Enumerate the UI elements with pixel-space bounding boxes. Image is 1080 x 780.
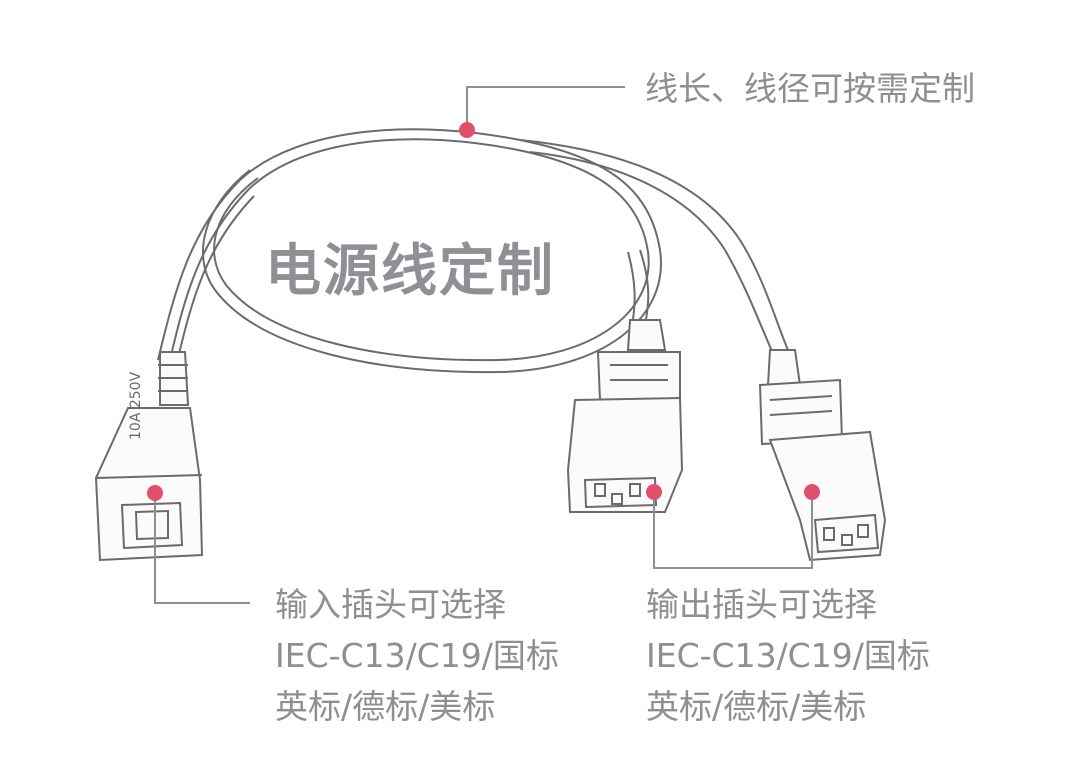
leader-output	[653, 492, 813, 569]
input-line-2: IEC-C13/C19/国标	[275, 636, 559, 675]
output-line-1: 输出插头可选择	[646, 585, 877, 624]
leader-top	[466, 86, 625, 130]
leader-lines	[154, 86, 813, 604]
svg-text:10A 250V: 10A 250V	[128, 371, 144, 440]
marker-top	[459, 122, 475, 138]
marker-output-left	[646, 484, 662, 500]
marker-input	[147, 485, 163, 501]
input-line-1: 输入插头可选择	[275, 585, 506, 624]
output-plug-left	[566, 319, 684, 513]
cable-branch-right	[519, 139, 791, 359]
input-plug-description: 输入插头可选择 IEC-C13/C19/国标 英标/德标/美标	[275, 588, 559, 741]
markers	[147, 122, 820, 501]
diagram-title: 电源线定制	[265, 239, 555, 304]
output-plug-right	[758, 349, 887, 562]
leader-input	[154, 493, 250, 604]
cable-length-note: 线长、线径可按需定制	[645, 69, 975, 108]
output-plug-description: 输出插头可选择 IEC-C13/C19/国标 英标/德标/美标	[646, 588, 930, 741]
marker-output-right	[804, 484, 820, 500]
output-line-2: IEC-C13/C19/国标	[646, 636, 930, 675]
input-plug: 10A 250V	[94, 351, 204, 562]
cable-loop	[157, 128, 662, 374]
output-line-3: 英标/德标/美标	[646, 687, 867, 726]
input-line-3: 英标/德标/美标	[275, 687, 496, 726]
